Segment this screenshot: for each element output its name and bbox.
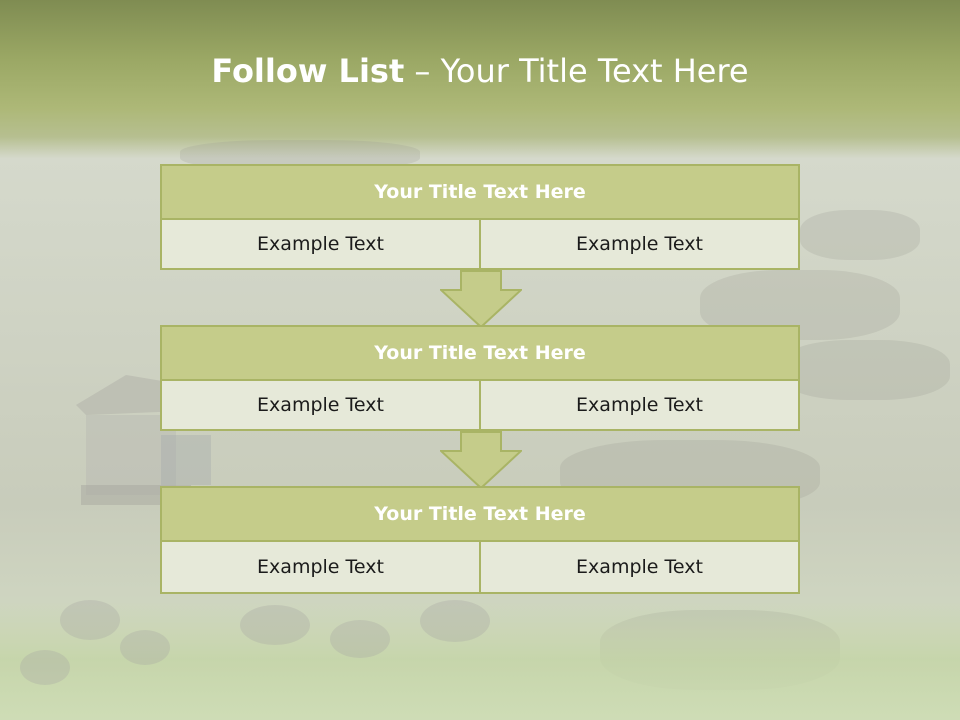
step-left-text: Example Text bbox=[160, 220, 481, 270]
step-right-text: Example Text bbox=[479, 220, 800, 270]
down-arrow-icon bbox=[440, 431, 522, 489]
step-row: Example Text Example Text bbox=[160, 542, 800, 594]
step-row: Example Text Example Text bbox=[160, 381, 800, 431]
step-heading: Your Title Text Here bbox=[160, 486, 800, 542]
step-right-text: Example Text bbox=[479, 542, 800, 594]
title-rest: – Your Title Text Here bbox=[404, 52, 749, 90]
step-left-text: Example Text bbox=[160, 542, 481, 594]
step-block-2: Your Title Text Here Example Text Exampl… bbox=[160, 325, 800, 431]
step-right-text: Example Text bbox=[479, 381, 800, 431]
step-heading: Your Title Text Here bbox=[160, 164, 800, 220]
lantern-decoration bbox=[76, 375, 211, 505]
step-heading: Your Title Text Here bbox=[160, 325, 800, 381]
step-left-text: Example Text bbox=[160, 381, 481, 431]
step-block-3: Your Title Text Here Example Text Exampl… bbox=[160, 486, 800, 594]
down-arrow-icon bbox=[440, 270, 522, 328]
step-row: Example Text Example Text bbox=[160, 220, 800, 270]
step-block-1: Your Title Text Here Example Text Exampl… bbox=[160, 164, 800, 270]
title-bold: Follow List bbox=[211, 52, 405, 90]
page-title: Follow List – Your Title Text Here bbox=[0, 52, 960, 90]
